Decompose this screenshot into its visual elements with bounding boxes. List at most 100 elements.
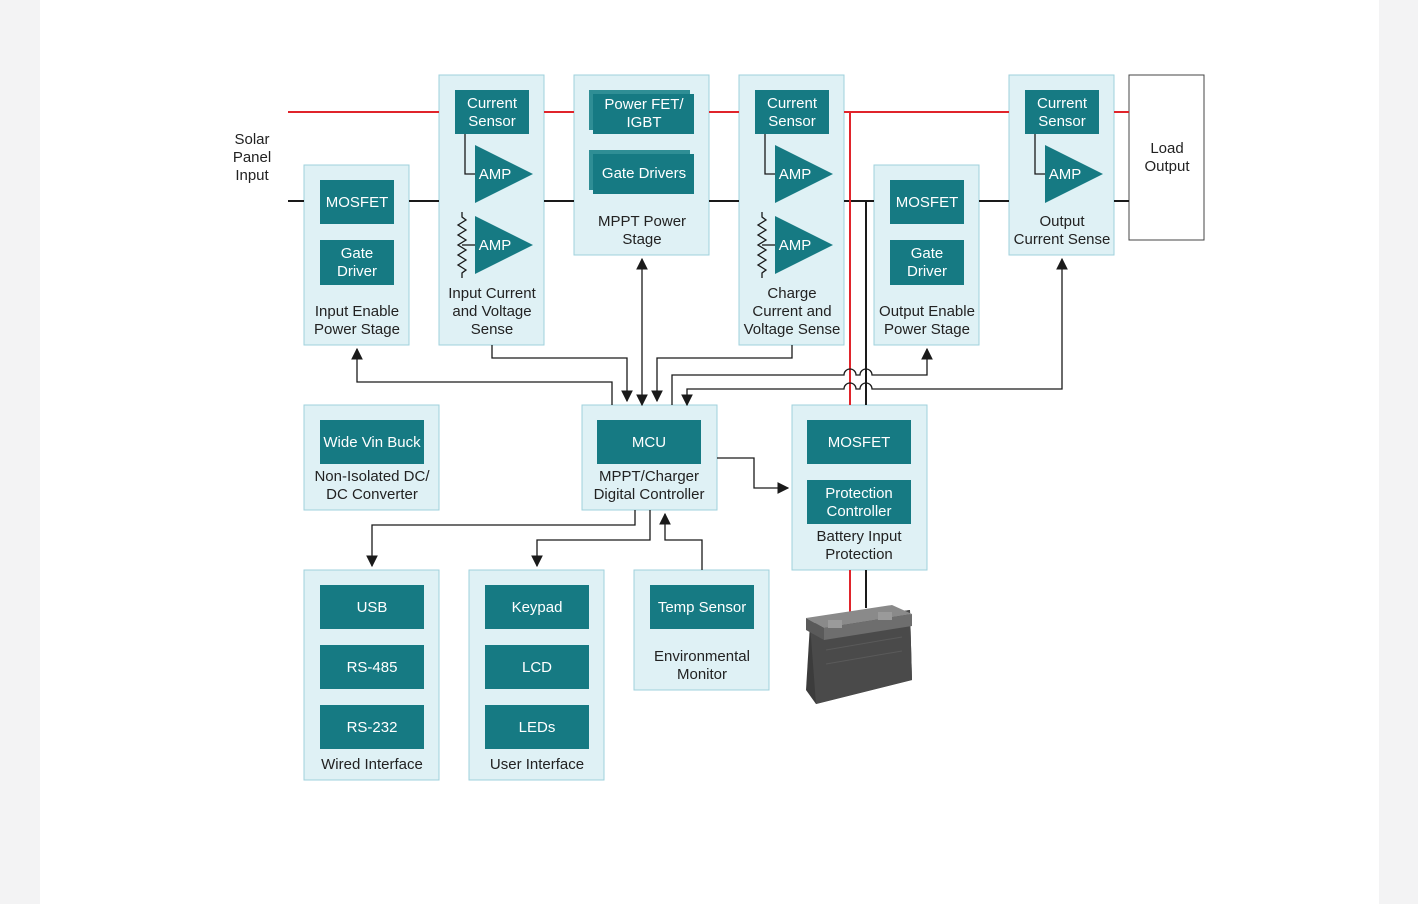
chip-label: Protection xyxy=(825,485,893,502)
solar-label: Panel xyxy=(233,149,271,166)
block-caption: Current Sense xyxy=(1014,231,1111,248)
chip-label: Gate Drivers xyxy=(602,165,686,182)
mosfet-chip xyxy=(320,180,394,224)
chip-label: Controller xyxy=(826,503,891,520)
block-caption: Sense xyxy=(471,321,514,338)
mcu-to-wired xyxy=(366,510,636,568)
chip-label: Temp Sensor xyxy=(658,599,746,616)
chip-label: LCD xyxy=(522,659,552,676)
current-sensor-chip xyxy=(755,90,829,134)
amp-label: AMP xyxy=(779,166,812,183)
block-caption: Wired Interface xyxy=(321,756,423,773)
chip-label: RS-232 xyxy=(347,719,398,736)
mcu-output-sense-link xyxy=(681,257,1068,407)
env-to-mcu xyxy=(659,512,703,570)
mcu-to-input-enable xyxy=(351,347,613,405)
amplifier-icon xyxy=(475,216,533,274)
chip-label: Power FET/ xyxy=(604,96,684,113)
chip-label: MOSFET xyxy=(896,194,959,211)
amp-label: AMP xyxy=(779,237,812,254)
current-sensor-chip xyxy=(455,90,529,134)
block-caption: Power Stage xyxy=(314,321,400,338)
mosfet-chip xyxy=(807,420,911,464)
block-caption: Battery Input xyxy=(816,528,902,545)
block-caption: DC Converter xyxy=(326,486,418,503)
input-sense-internals xyxy=(456,133,475,278)
chip-label: LEDs xyxy=(519,719,556,736)
chip-label: Sensor xyxy=(468,113,516,130)
amplifier-icon xyxy=(775,145,833,203)
chip-label: Current xyxy=(467,95,518,112)
mcu-to-battery-protection xyxy=(717,457,790,494)
gate-drivers-chip xyxy=(593,154,694,194)
chip-label: MCU xyxy=(632,434,666,451)
chip-label: Driver xyxy=(907,263,947,280)
mcu-to-ui xyxy=(531,510,651,568)
charge-sense-to-mcu xyxy=(651,345,793,403)
gate-driver-chip xyxy=(890,240,964,285)
block-caption: and Voltage xyxy=(452,303,531,320)
chip-label: MOSFET xyxy=(326,194,389,211)
block-caption: Protection xyxy=(825,546,893,563)
block-caption: Charge xyxy=(767,285,816,302)
power-fet-chip xyxy=(593,94,694,134)
block-caption: Stage xyxy=(622,231,661,248)
block-caption: Power Stage xyxy=(884,321,970,338)
block-caption: MPPT Power xyxy=(598,213,686,230)
block-caption: MPPT/Charger xyxy=(599,468,699,485)
chip-label: Gate xyxy=(341,245,374,262)
chip-label: USB xyxy=(357,599,388,616)
chip-label: MOSFET xyxy=(828,434,891,451)
usb-chip xyxy=(320,585,424,629)
rs485-chip xyxy=(320,645,424,689)
chip-label: Current xyxy=(1037,95,1088,112)
rs232-chip xyxy=(320,705,424,749)
chip-label: Gate xyxy=(911,245,944,262)
car-battery-icon xyxy=(806,605,912,704)
load-label: Load xyxy=(1150,140,1183,157)
input-sense-to-mcu xyxy=(491,345,633,403)
block-caption: Current and xyxy=(752,303,831,320)
block-diagram: AMP AMP AMP AMP AMP MOSFET Gate Driver C… xyxy=(233,74,1205,781)
amplifier-icon xyxy=(1045,145,1103,203)
gate-driver-chip xyxy=(320,240,394,285)
block-caption: Input Enable xyxy=(315,303,399,320)
leds-chip xyxy=(485,705,589,749)
chip-label: Driver xyxy=(337,263,377,280)
mcu-chip xyxy=(597,420,701,464)
chip-label: Current xyxy=(767,95,818,112)
diagram-canvas: AMP AMP AMP AMP AMP MOSFET Gate Driver C… xyxy=(40,0,1379,904)
chip-label: Sensor xyxy=(1038,113,1086,130)
block-caption: Environmental xyxy=(654,648,750,665)
chip-label: Sensor xyxy=(768,113,816,130)
chip-label: RS-485 xyxy=(347,659,398,676)
block-caption: Input Current xyxy=(448,285,536,302)
amp-label: AMP xyxy=(479,237,512,254)
block-caption: Output xyxy=(1039,213,1085,230)
solar-label: Input xyxy=(235,167,269,184)
current-sensor-chip xyxy=(1025,90,1099,134)
amp-label: AMP xyxy=(479,166,512,183)
protection-controller-chip xyxy=(807,480,911,524)
chip-label: Keypad xyxy=(512,599,563,616)
mosfet-chip xyxy=(890,180,964,224)
amplifier-icon xyxy=(775,216,833,274)
solar-label: Solar xyxy=(234,131,269,148)
block-caption: Non-Isolated DC/ xyxy=(314,468,430,485)
block-caption: Digital Controller xyxy=(594,486,705,503)
block-caption: User Interface xyxy=(490,756,584,773)
lcd-chip xyxy=(485,645,589,689)
charge-sense-internals xyxy=(756,133,775,278)
chip-label: Wide Vin Buck xyxy=(323,434,421,451)
wide-vin-buck-chip xyxy=(320,420,424,464)
output-sense-internals xyxy=(1034,133,1045,175)
block-caption: Monitor xyxy=(677,666,727,683)
load-label: Output xyxy=(1144,158,1190,175)
keypad-chip xyxy=(485,585,589,629)
temp-sensor-chip xyxy=(650,585,754,629)
amp-label: AMP xyxy=(1049,166,1082,183)
amplifier-icon xyxy=(475,145,533,203)
block-caption: Voltage Sense xyxy=(744,321,841,338)
block-caption: Output Enable xyxy=(879,303,975,320)
chip-label: IGBT xyxy=(626,114,661,131)
